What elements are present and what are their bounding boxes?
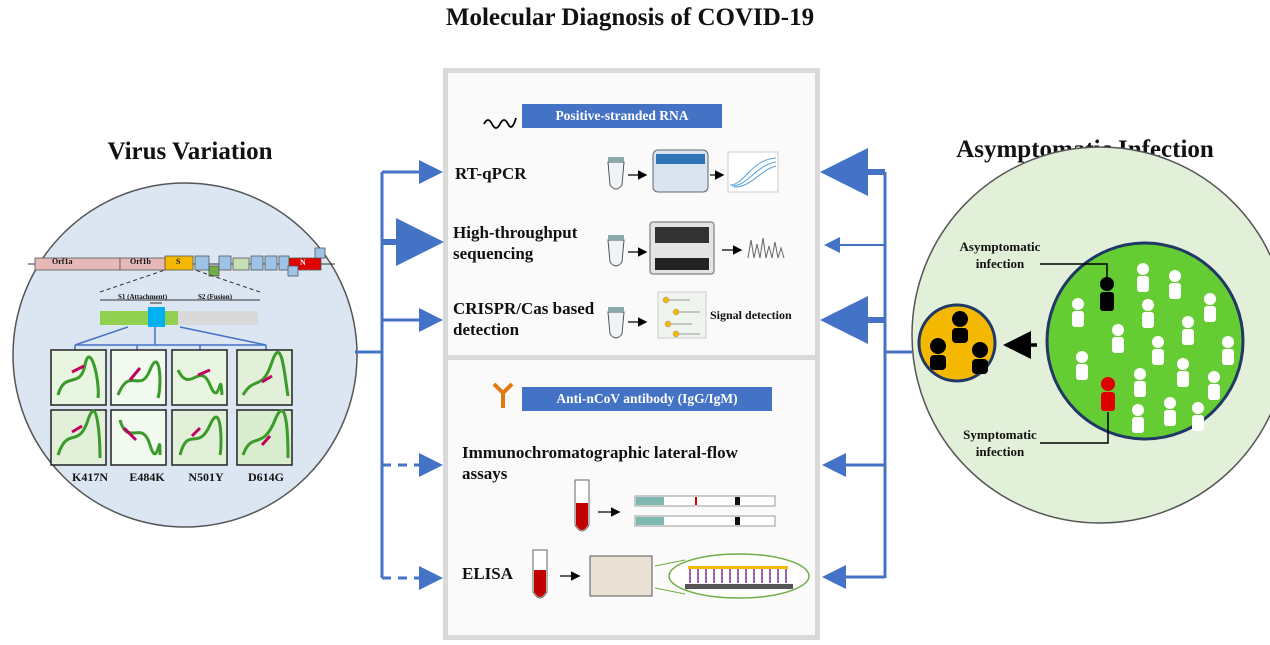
method-high-throughput-sequencing: High-throughput sequencing [453, 223, 578, 263]
antibody-icon [492, 382, 514, 408]
method-rt-qpcr: RT-qPCR [455, 164, 527, 183]
cluster-people [930, 311, 988, 374]
genome-label-orf1a: Orf1a [52, 257, 73, 266]
panel-divider [443, 355, 820, 360]
symptomatic-pointer [1040, 412, 1109, 444]
crispr-illustration [607, 291, 707, 339]
rna-squiggle-icon [483, 117, 517, 129]
mutation-label-d614g: D614G [248, 470, 284, 484]
mutation-label-k417n: K417N [72, 470, 108, 484]
asymptomatic-pointer [1040, 263, 1108, 278]
sequencing-illustration [607, 221, 785, 275]
spike-s2-label: S2 (Fusion) [198, 293, 233, 301]
asymptomatic-infection-label: Asymptomatic infection [959, 239, 1041, 271]
spike-domain-bar [100, 302, 258, 327]
population-people [1072, 263, 1234, 433]
symptomatic-person [1101, 377, 1115, 411]
rt-qpcr-illustration [607, 149, 779, 193]
left-arrows [355, 160, 444, 590]
mutation-connectors [74, 326, 267, 350]
genome-label-n: N [300, 258, 306, 267]
rna-banner: Positive-stranded RNA [522, 104, 722, 128]
genome-map [28, 247, 335, 301]
population-circle [1045, 241, 1245, 441]
signal-detection-label: Signal detection [710, 308, 792, 322]
lfa-illustration [574, 479, 776, 532]
elisa-illustration [532, 549, 810, 599]
virus-variation-title: Virus Variation [107, 138, 273, 165]
right-arrows [820, 148, 912, 589]
mutation-label-e484k: E484K [129, 470, 165, 484]
method-lateral-flow-assay: Immunochromatographic lateral-flow assay… [462, 443, 738, 483]
genome-label-s: S [176, 257, 181, 266]
mutation-label-n501y: N501Y [188, 470, 224, 484]
genome-label-orf1b: Orf1b [130, 257, 151, 266]
spike-s1-label: S1 (Attachment) [118, 293, 168, 301]
symptomatic-infection-label: Symptomatic infection [963, 427, 1037, 459]
method-crispr-cas: CRISPR/Cas based detection [453, 299, 595, 339]
asymptomatic-person [1100, 277, 1114, 311]
diagram-title: Molecular Diagnosis of COVID-19 [445, 4, 815, 31]
antibody-banner: Anti-nCoV antibody (IgG/IgM) [522, 387, 772, 411]
mutation-sticks [71, 364, 273, 446]
method-elisa: ELISA [462, 564, 514, 583]
